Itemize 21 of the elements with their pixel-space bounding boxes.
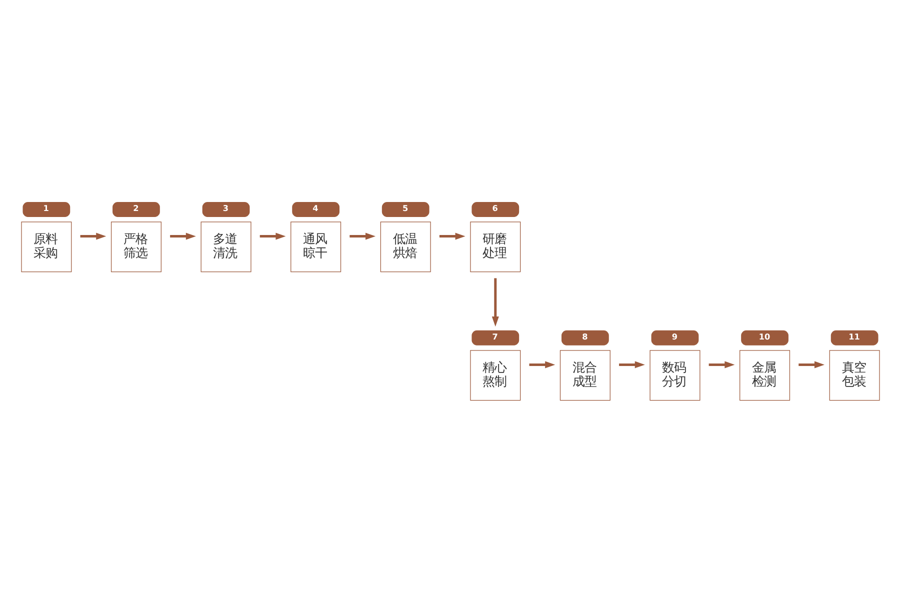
arrow bbox=[708, 360, 734, 368]
arrow bbox=[618, 360, 644, 368]
node-label: 8 bbox=[582, 330, 588, 341]
node-label: 6 bbox=[492, 202, 498, 212]
node-label: 7 bbox=[492, 330, 498, 341]
arrow bbox=[259, 232, 286, 240]
node-label: 1 bbox=[42, 202, 48, 212]
node-label: 9 bbox=[671, 330, 678, 341]
arrow bbox=[349, 232, 375, 240]
node-label: 4 bbox=[312, 202, 318, 212]
arrow bbox=[438, 232, 465, 240]
node-label: 5 bbox=[402, 202, 408, 212]
node-label: 3 bbox=[222, 202, 228, 212]
node-label: 2 bbox=[132, 202, 138, 212]
node-label: 10 bbox=[758, 330, 770, 341]
arrow bbox=[798, 360, 824, 368]
arrow bbox=[80, 232, 106, 240]
arrow bbox=[528, 360, 555, 368]
arrow bbox=[491, 278, 498, 326]
arrow bbox=[170, 232, 196, 240]
node-label: 11 bbox=[848, 330, 860, 341]
